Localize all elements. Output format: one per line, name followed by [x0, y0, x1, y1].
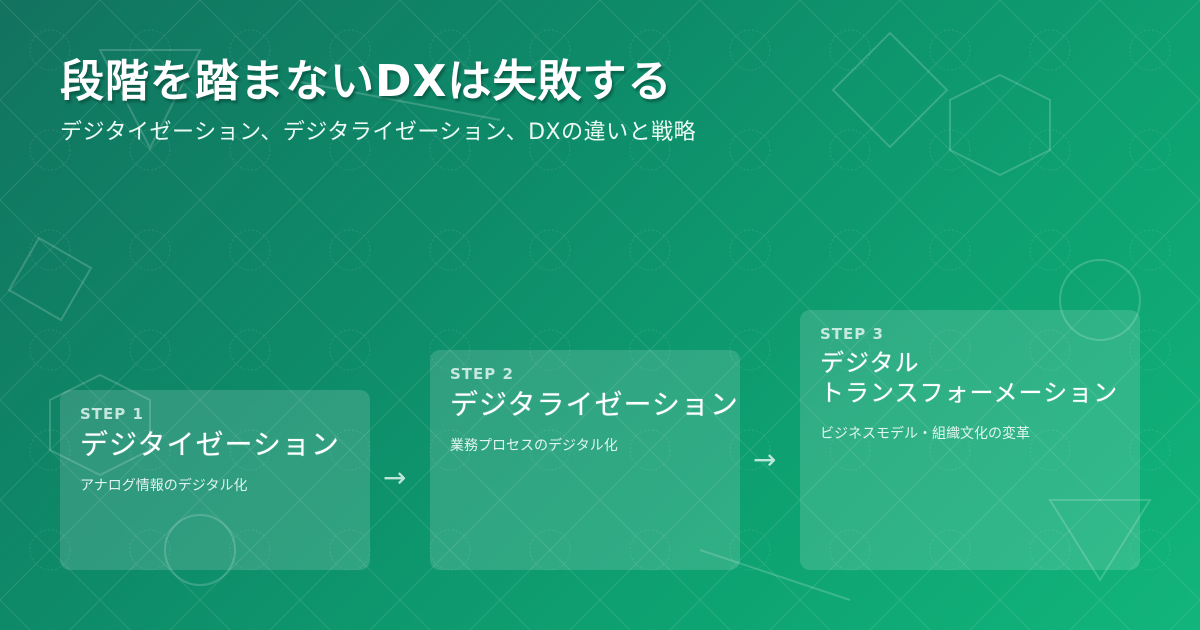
header: 段階を踏まないDXは失敗する デジタイゼーション、デジタライゼーション、DXの違…: [60, 52, 696, 148]
page-subtitle: デジタイゼーション、デジタライゼーション、DXの違いと戦略: [60, 120, 697, 145]
step-title-line-2: トランスフォーメーション: [820, 379, 1119, 407]
step-card-2: STEP 2 デジタライゼーション 業務プロセスのデジタル化: [430, 350, 740, 570]
step-card-1: STEP 1 デジタイゼーション アナログ情報のデジタル化: [60, 390, 370, 570]
step-description: アナログ情報のデジタル化: [80, 478, 248, 494]
step-description: 業務プロセスのデジタル化: [450, 438, 618, 454]
hexagon-outline-icon: [949, 73, 1051, 177]
step-label: STEP 2: [450, 365, 514, 383]
step-label: STEP 3: [820, 325, 884, 343]
right-arrow-icon: →: [383, 461, 407, 494]
step-title-line-1: デジタル: [820, 349, 920, 377]
page-title: 段階を踏まないDXは失敗する: [60, 56, 673, 107]
step-title: デジタル トランスフォーメーション: [820, 348, 1120, 408]
right-arrow-icon: →: [753, 443, 777, 476]
diamond-outline-icon: [831, 31, 949, 149]
step-label: STEP 1: [80, 405, 144, 423]
step-title: デジタライゼーション: [450, 388, 739, 421]
step-description: ビジネスモデル・組織文化の変革: [820, 426, 1030, 442]
step-title: デジタイゼーション: [80, 428, 340, 461]
step-card-3: STEP 3 デジタル トランスフォーメーション ビジネスモデル・組織文化の変革: [800, 310, 1140, 570]
square-outline-icon: [7, 236, 93, 322]
